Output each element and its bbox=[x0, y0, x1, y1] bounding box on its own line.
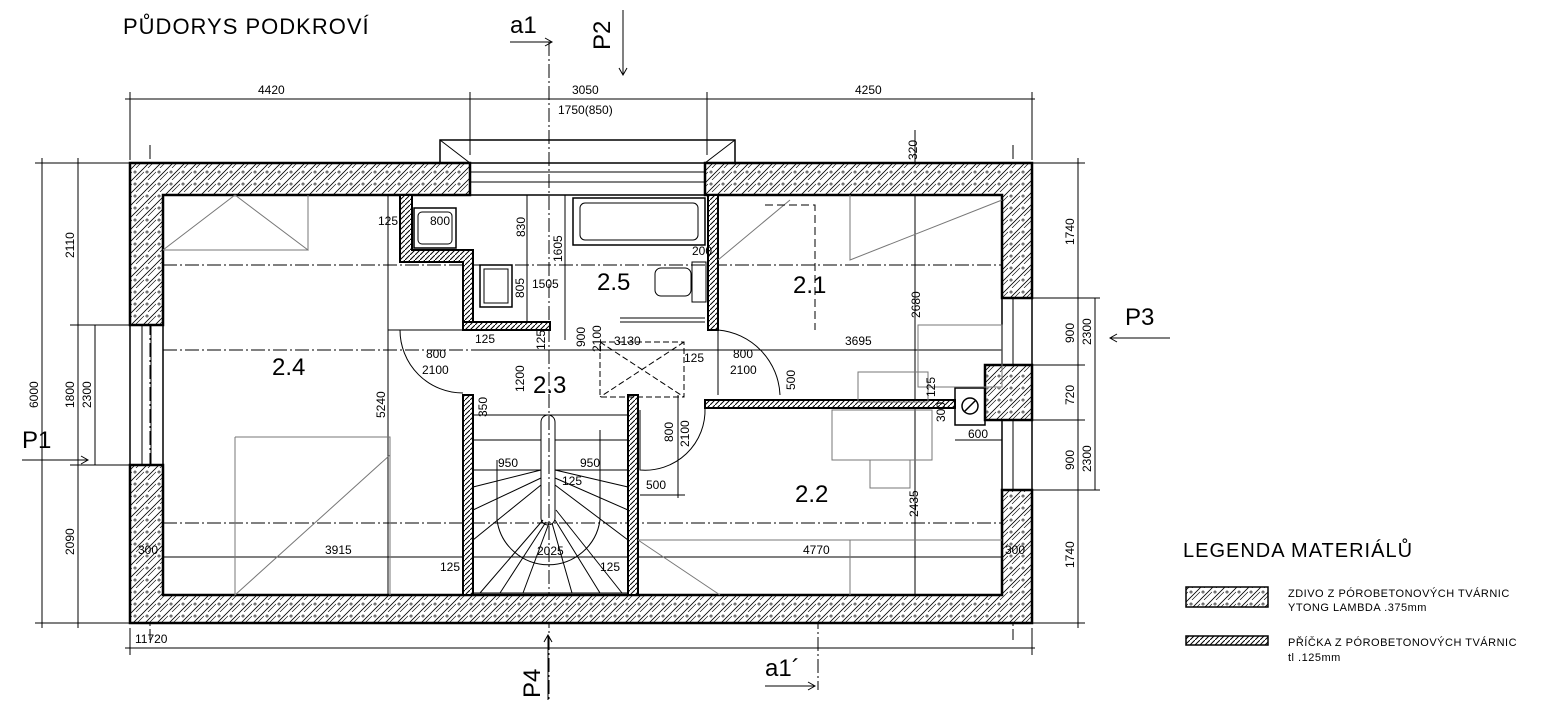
dim-text: 4250 bbox=[855, 83, 882, 97]
dim-text: 2300 bbox=[1080, 445, 1094, 472]
legend-swatch-partition bbox=[1185, 635, 1269, 646]
dim-text: 2110 bbox=[63, 232, 77, 258]
dim-text: 1505 bbox=[532, 277, 559, 291]
dim-text: 5240 bbox=[374, 391, 388, 418]
chimney bbox=[954, 387, 986, 426]
staircase bbox=[472, 414, 629, 594]
dim-text: 4770 bbox=[803, 543, 830, 557]
doors bbox=[399, 204, 816, 471]
dim-text: 320 bbox=[906, 140, 920, 160]
dim-text: 2090 bbox=[63, 528, 77, 555]
dim-text: 2300 bbox=[1080, 318, 1094, 345]
dim-text: 2435 bbox=[907, 490, 921, 517]
dimension-lines bbox=[35, 92, 1100, 655]
dim-text: 2300 bbox=[80, 381, 94, 408]
room-2-5: 2.5 bbox=[597, 269, 630, 296]
dim-text: 125 bbox=[562, 474, 582, 488]
legend: LEGENDA MATERIÁLŮ ZDIVO Z PÓROBETONOVÝCH… bbox=[1183, 538, 1517, 664]
dim-text: 300 bbox=[934, 402, 948, 422]
dim-text: 3915 bbox=[325, 543, 352, 557]
room-labels: 2.1 2.2 2.3 2.4 2.5 bbox=[272, 269, 828, 508]
legend-swatch-masonry bbox=[1185, 586, 1269, 608]
exterior-walls bbox=[128, 139, 1034, 625]
dim-text: 800 bbox=[733, 347, 753, 361]
dim-text: 200 bbox=[692, 244, 712, 258]
section-a1-top: a1 bbox=[510, 12, 537, 39]
section-p4: P4 bbox=[519, 669, 546, 698]
dim-text: 125 bbox=[684, 351, 704, 365]
dim-text: 805 bbox=[513, 278, 527, 298]
dim-text: 350 bbox=[476, 397, 490, 417]
dim-text: 2025 bbox=[537, 544, 564, 558]
dim-text: 900 bbox=[1063, 450, 1077, 470]
dim-text: 900 bbox=[1063, 323, 1077, 343]
dim-text: 2100 bbox=[730, 363, 757, 377]
dim-text: 2100 bbox=[678, 420, 692, 447]
dim-text: 800 bbox=[662, 422, 676, 442]
dim-text: 3695 bbox=[845, 334, 872, 348]
legend-item-1-line2: YTONG LAMBDA .375mm bbox=[1288, 602, 1427, 614]
room-2-1: 2.1 bbox=[793, 272, 826, 299]
section-markers: a1 a1´ P2 P3 P1 P4 bbox=[22, 10, 1170, 700]
dim-text: 600 bbox=[968, 427, 988, 441]
dim-text: 3050 bbox=[572, 83, 599, 97]
section-p1: P1 bbox=[22, 427, 51, 454]
dim-text: 2100 bbox=[422, 363, 449, 377]
section-a1-bottom: a1´ bbox=[765, 655, 800, 682]
dim-text: 125 bbox=[440, 560, 460, 574]
dim-text: 2100 bbox=[590, 325, 604, 352]
dim-text: 300 bbox=[1005, 543, 1025, 557]
dim-text: 500 bbox=[646, 478, 666, 492]
dim-text: 11720 bbox=[135, 632, 168, 646]
legend-item-2-line2: tl .125mm bbox=[1288, 652, 1341, 664]
dim-text: 6000 bbox=[27, 381, 41, 408]
dim-text: 300 bbox=[138, 543, 158, 557]
dim-text: 830 bbox=[514, 217, 528, 237]
dimension-texts: 4420 3050 1750(850) 4250 11720 2110 1800… bbox=[27, 83, 1094, 646]
fixtures bbox=[162, 194, 1003, 597]
dim-text: 125 bbox=[534, 330, 548, 350]
dim-text: 900 bbox=[574, 327, 588, 347]
section-p3: P3 bbox=[1125, 304, 1154, 331]
dim-text: 950 bbox=[580, 456, 600, 470]
dim-text: 950 bbox=[498, 456, 518, 470]
dim-text: 1800 bbox=[63, 381, 77, 408]
legend-item-1-line1: ZDIVO Z PÓROBETONOVÝCH TVÁRNIC bbox=[1288, 587, 1510, 600]
dim-text: 1740 bbox=[1063, 541, 1077, 568]
room-2-4: 2.4 bbox=[272, 354, 305, 381]
dim-text: 1740 bbox=[1063, 218, 1077, 245]
dim-text: 125 bbox=[600, 560, 620, 574]
dim-text: 1605 bbox=[551, 235, 565, 262]
legend-title: LEGENDA MATERIÁLŮ bbox=[1183, 538, 1413, 562]
dim-text: 1750(850) bbox=[558, 103, 613, 117]
dim-text: 125 bbox=[378, 214, 398, 228]
dim-text: 720 bbox=[1063, 385, 1077, 405]
section-p2: P2 bbox=[589, 21, 616, 50]
dim-text: 3130 bbox=[614, 334, 641, 348]
dim-text: 500 bbox=[784, 370, 798, 390]
room-2-2: 2.2 bbox=[795, 481, 828, 508]
dim-text: 2680 bbox=[909, 291, 923, 318]
legend-item-2-line1: PŘÍČKA Z PÓROBETONOVÝCH TVÁRNIC bbox=[1288, 636, 1517, 649]
dim-text: 800 bbox=[430, 214, 450, 228]
dim-text: 800 bbox=[426, 347, 446, 361]
dim-text: 125 bbox=[924, 377, 938, 397]
drawing-title: PŮDORYS PODKROVÍ bbox=[123, 14, 370, 39]
dim-text: 125 bbox=[475, 332, 495, 346]
partition-walls bbox=[399, 194, 986, 596]
room-2-3: 2.3 bbox=[533, 372, 566, 399]
dim-text: 4420 bbox=[258, 83, 285, 97]
dim-text: 1200 bbox=[513, 365, 527, 392]
